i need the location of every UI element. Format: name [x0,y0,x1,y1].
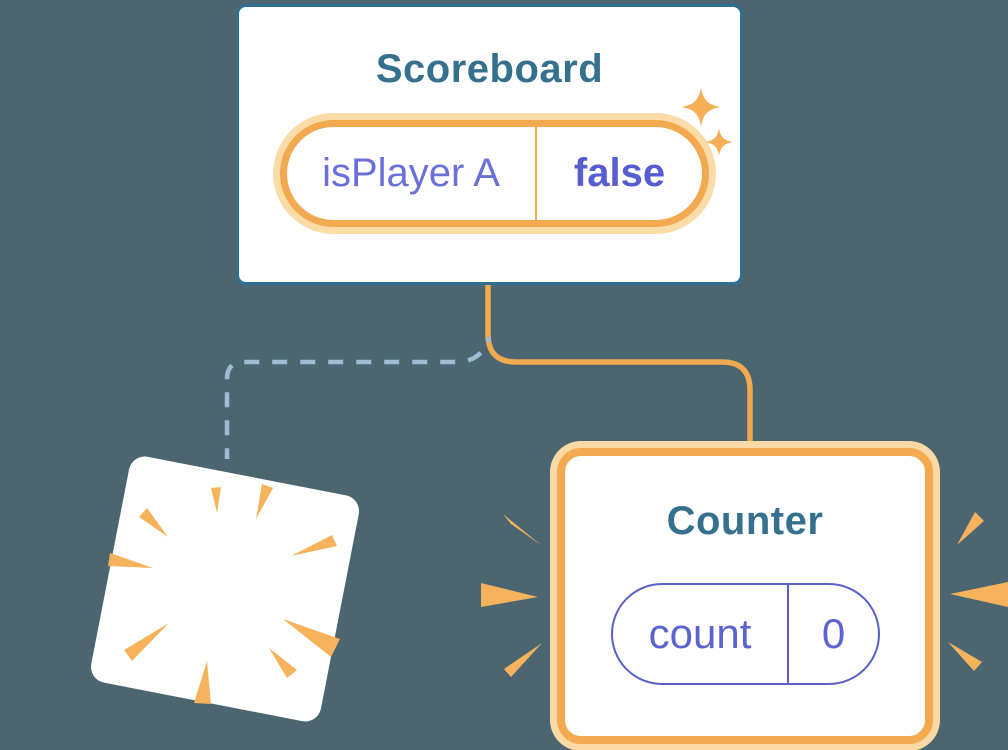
scoreboard-title: Scoreboard [375,47,604,91]
state-value-label: 0 [821,610,846,657]
emphasis-rays-left-icon [481,514,542,677]
counter-component-card: Counter count 0 [557,448,933,744]
scoreboard-state-pill: isPlayer A false [280,120,709,227]
scoreboard-component-card: Scoreboard isPlayer A false [236,4,743,285]
pill-divider [787,585,789,683]
pill-divider [535,127,537,220]
state-key-label: isPlayer A [322,151,500,195]
emphasis-rays-right-icon [948,512,1008,671]
destroyed-counter-card [88,453,362,725]
removed-child-dashed-line [224,336,492,459]
counter-title: Counter [666,499,824,543]
state-value-label: false [573,151,666,195]
state-key-label: count [648,610,752,657]
parent-child-connector-line [485,281,753,464]
counter-state-pill: count 0 [611,583,880,685]
